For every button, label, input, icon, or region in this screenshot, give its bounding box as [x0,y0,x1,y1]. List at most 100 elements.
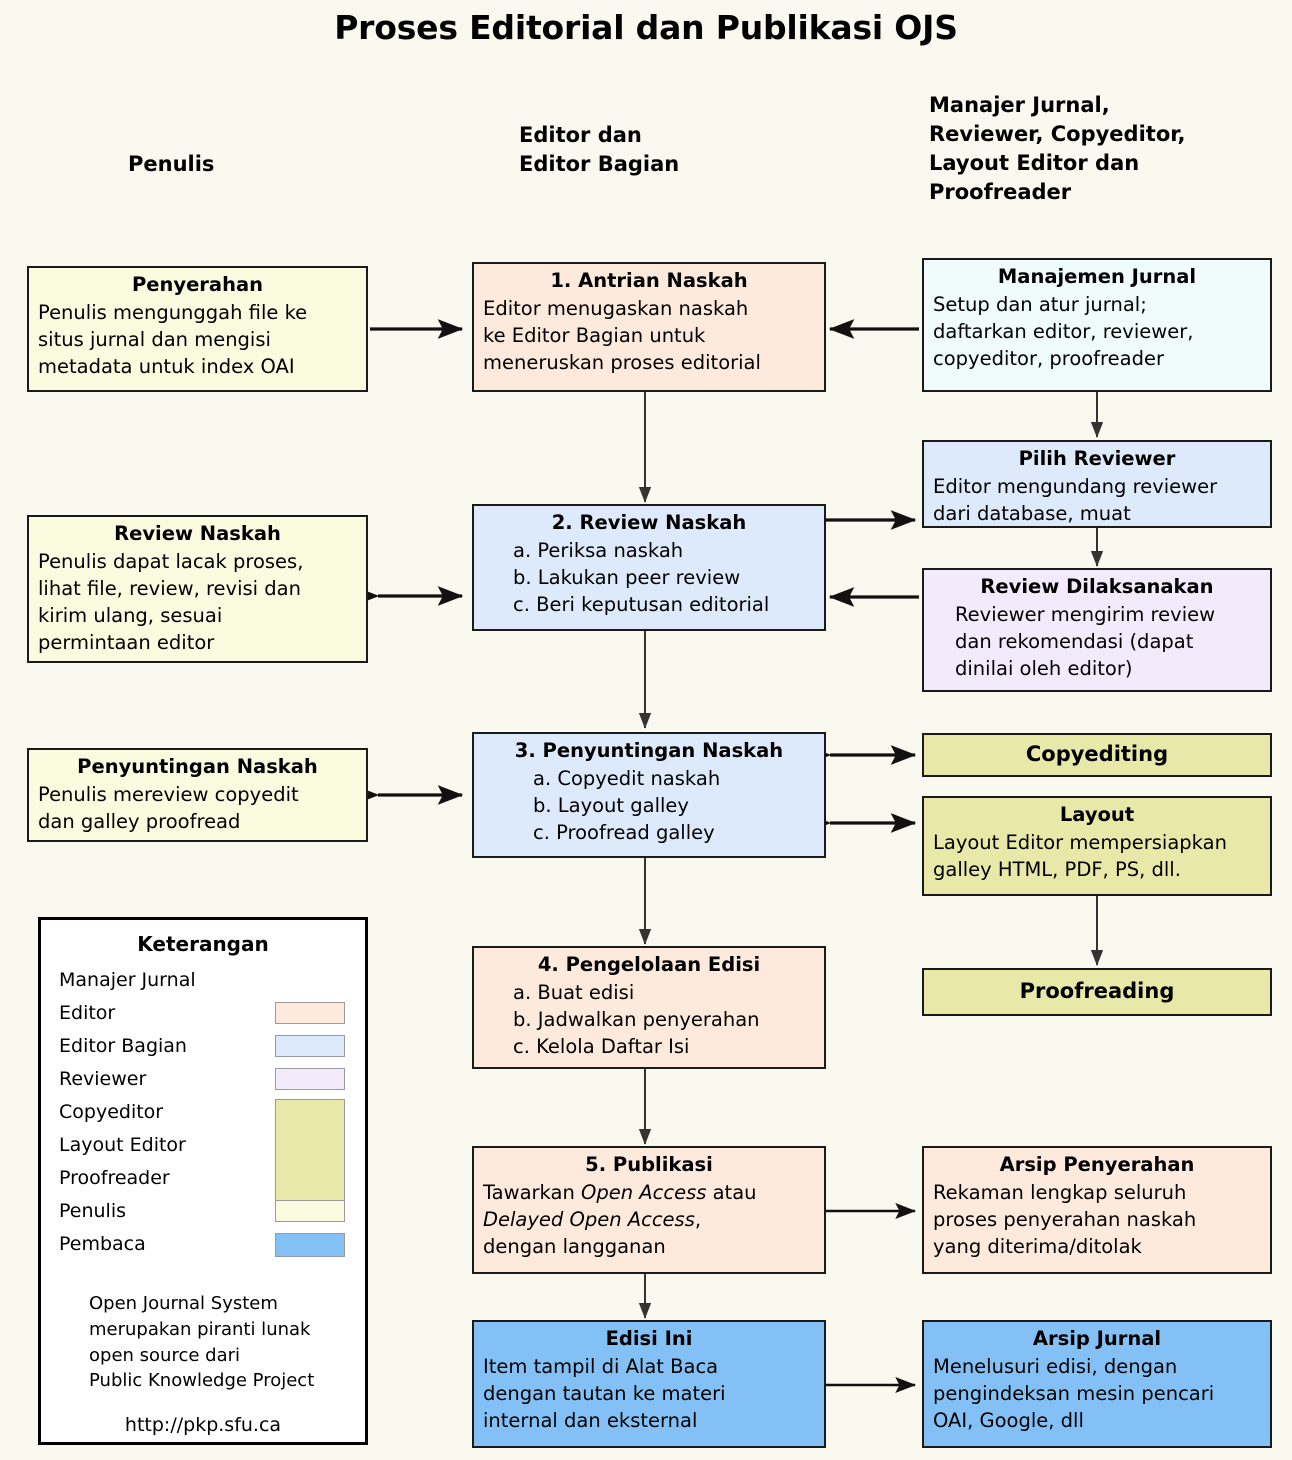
box-penyuntingan-penulis-title: Penyuntingan Naskah [77,755,318,778]
legend-note-line4: Public Knowledge Project [89,1370,315,1392]
legend-item-proofreader: Proofreader [59,1162,365,1195]
legend-rows: Manajer Jurnal Editor Editor Bagian Revi… [41,964,365,1261]
legend-item-editor-label: Editor [59,1002,116,1025]
box-publikasi-line2-italic: Delayed Open Access [483,1207,695,1231]
column-heading-others-line4: Proofreader [929,179,1072,204]
box-copyediting-title: Copyediting [1025,742,1169,767]
box-penyerahan-title: Penyerahan [131,273,264,296]
box-publikasi-line3: dengan langganan [483,1235,666,1259]
column-heading-others-line3: Layout Editor dan [929,150,1140,175]
legend-swatch-editor [275,1002,345,1025]
box-layout-title: Layout [1059,803,1135,826]
box-review-naskah-penulis-line3: kirim ulang, sesuai [38,604,223,628]
box-arsip-jurnal-title: Arsip Jurnal [1032,1327,1162,1350]
box-edisi-ini[interactable]: Edisi Ini Item tampil di Alat Baca denga… [472,1320,826,1448]
box-review-naskah-penulis-line4: permintaan editor [38,631,215,655]
legend-item-editor: Editor [59,997,365,1030]
legend-swatch-reviewer [275,1068,345,1091]
box-penyuntingan-penulis-line1: Penulis mereview copyedit [38,782,299,806]
box-arsip-jurnal-line2: pengindeksan mesin pencari [933,1381,1215,1405]
legend-url[interactable]: http://pkp.sfu.ca [124,1413,282,1436]
box-edisi-ini-line1: Item tampil di Alat Baca [483,1354,719,1378]
legend-item-copyeditor-label: Copyeditor [59,1101,164,1124]
box-pilih-reviewer-line1: Editor mengundang reviewer [933,474,1218,498]
box-proofreading[interactable]: Proofreading [922,968,1272,1016]
box-edisi-ini-title: Edisi Ini [605,1327,693,1350]
legend-note-line2: merupakan piranti lunak [89,1318,311,1340]
box-review-naskah[interactable]: 2. Review Naskah a. Periksa naskah b. La… [472,504,826,631]
box-pengelolaan-edisi-line1: a. Buat edisi [513,980,635,1004]
box-manajemen-jurnal[interactable]: Manajemen Jurnal Setup dan atur jurnal; … [922,258,1272,392]
box-publikasi-title: 5. Publikasi [585,1153,713,1176]
box-edisi-ini-line2: dengan tautan ke materi [483,1381,726,1405]
box-pilih-reviewer-title: Pilih Reviewer [1018,447,1176,470]
box-review-dilaksanakan-line1: Reviewer mengirim review [955,602,1216,626]
column-heading-others: Manajer Jurnal, Reviewer, Copyeditor, La… [929,91,1186,207]
box-arsip-jurnal[interactable]: Arsip Jurnal Menelusuri edisi, dengan pe… [922,1320,1272,1448]
box-pilih-reviewer[interactable]: Pilih Reviewer Editor mengundang reviewe… [922,440,1272,528]
column-heading-editor: Editor dan Editor Bagian [519,121,679,179]
box-antrian-naskah[interactable]: 1. Antrian Naskah Editor menugaskan nask… [472,262,826,392]
box-layout-line2: galley HTML, PDF, PS, dll. [933,857,1181,881]
legend-title: Keterangan [137,932,269,956]
box-penyerahan-line2: situs jurnal dan mengisi [38,327,271,351]
box-penyuntingan-penulis[interactable]: Penyuntingan Naskah Penulis mereview cop… [27,748,368,842]
box-review-dilaksanakan-line2: dan rekomendasi (dapat [955,629,1194,653]
box-review-dilaksanakan[interactable]: Review Dilaksanakan Reviewer mengirim re… [922,568,1272,692]
box-publikasi-line1-a: Tawarkan [483,1180,582,1204]
box-review-dilaksanakan-line3: dinilai oleh editor) [955,657,1133,681]
column-heading-editor-line1: Editor dan [519,123,642,147]
legend-item-manajer-jurnal-label: Manajer Jurnal [59,969,196,991]
box-publikasi-line2-b: , [694,1207,702,1231]
legend-item-editor-bagian: Editor Bagian [59,1030,365,1063]
box-manajemen-jurnal-line2: daftarkan editor, reviewer, [933,319,1194,343]
box-pengelolaan-edisi[interactable]: 4. Pengelolaan Edisi a. Buat edisi b. Ja… [472,946,826,1069]
box-arsip-penyerahan[interactable]: Arsip Penyerahan Rekaman lengkap seluruh… [922,1146,1272,1274]
box-penyerahan-line3: metadata untuk index OAI [38,355,295,379]
legend-item-pembaca: Pembaca [59,1228,365,1261]
box-manajemen-jurnal-title: Manajemen Jurnal [997,265,1197,288]
legend-item-penulis-label: Penulis [59,1200,127,1223]
legend-item-reviewer-label: Reviewer [59,1068,147,1091]
legend-note: Open Journal System merupakan piranti lu… [41,1291,365,1393]
legend-note-line1: Open Journal System [89,1293,278,1315]
legend-item-penulis: Penulis [59,1195,365,1228]
box-publikasi-line2: Delayed Open Access, [483,1206,815,1233]
box-publikasi[interactable]: 5. Publikasi Tawarkan Open Access atau D… [472,1146,826,1274]
box-antrian-naskah-line3: meneruskan proses editorial [483,351,761,375]
box-review-naskah-penulis-line2: lihat file, review, revisi dan [38,576,301,600]
box-antrian-naskah-line2: ke Editor Bagian untuk [483,323,706,347]
box-arsip-penyerahan-line1: Rekaman lengkap seluruh [933,1180,1187,1204]
box-penyuntingan-naskah-line2: b. Layout galley [533,793,689,817]
box-pengelolaan-edisi-title: 4. Pengelolaan Edisi [537,953,761,976]
box-penyuntingan-naskah-line3: c. Proofread galley [533,821,715,845]
box-arsip-penyerahan-line2: proses penyerahan naskah [933,1207,1197,1231]
legend-panel: Keterangan Manajer Jurnal Editor Editor … [38,917,368,1445]
box-review-naskah-penulis[interactable]: Review Naskah Penulis dapat lacak proses… [27,515,368,663]
box-penyerahan-line1: Penulis mengunggah file ke [38,300,308,324]
column-heading-others-line1: Manajer Jurnal, [929,93,1110,117]
legend-item-proofreader-label: Proofreader [59,1167,170,1190]
box-arsip-penyerahan-line3: yang diterima/ditolak [933,1235,1142,1259]
legend-item-copyeditor: Copyeditor [59,1096,365,1210]
box-antrian-naskah-line1: Editor menugaskan naskah [483,296,749,320]
box-layout[interactable]: Layout Layout Editor mempersiapkan galle… [922,796,1272,896]
box-penyuntingan-naskah-line1: a. Copyedit naskah [533,766,721,790]
box-review-dilaksanakan-title: Review Dilaksanakan [980,575,1214,598]
box-penyerahan[interactable]: Penyerahan Penulis mengunggah file ke si… [27,266,368,392]
box-proofreading-title: Proofreading [1019,979,1175,1004]
box-publikasi-line1-italic: Open Access [581,1180,707,1204]
column-heading-others-line2: Reviewer, Copyeditor, [929,121,1186,146]
legend-item-reviewer: Reviewer [59,1063,365,1096]
box-publikasi-line1-b: atau [706,1180,757,1204]
box-copyediting[interactable]: Copyediting [922,733,1272,777]
legend-item-layout-editor-label: Layout Editor [59,1134,186,1157]
box-publikasi-line1: Tawarkan Open Access atau [483,1179,815,1206]
box-arsip-jurnal-line3: OAI, Google, dll [933,1409,1084,1433]
legend-item-editor-bagian-label: Editor Bagian [59,1035,187,1058]
box-penyuntingan-naskah[interactable]: 3. Penyuntingan Naskah a. Copyedit naska… [472,732,826,858]
box-review-naskah-line1: a. Periksa naskah [513,538,684,562]
box-pengelolaan-edisi-line2: b. Jadwalkan penyerahan [513,1007,760,1031]
box-layout-line1: Layout Editor mempersiapkan [933,830,1227,854]
legend-swatch-pembaca [275,1233,345,1258]
